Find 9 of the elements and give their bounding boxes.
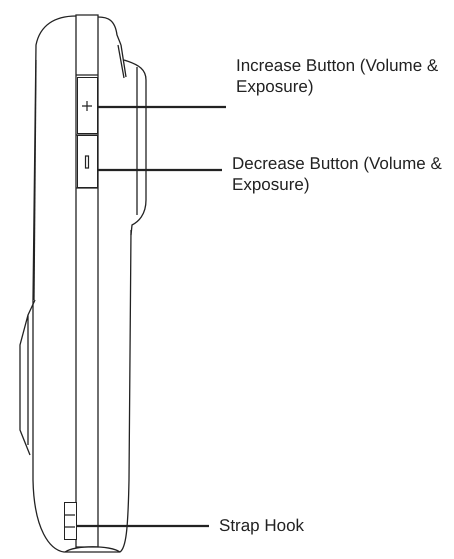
part-label: Increase Button (Volume & Exposure) xyxy=(236,55,446,97)
part-label: Decrease Button (Volume & Exposure) xyxy=(232,153,447,195)
leader-line xyxy=(98,168,222,172)
part-label: Strap Hook xyxy=(219,515,329,536)
minus-button xyxy=(77,135,98,188)
leader-line xyxy=(98,106,226,108)
strap-hook xyxy=(64,502,77,540)
plus-button xyxy=(77,77,98,134)
leader-line xyxy=(77,524,209,528)
